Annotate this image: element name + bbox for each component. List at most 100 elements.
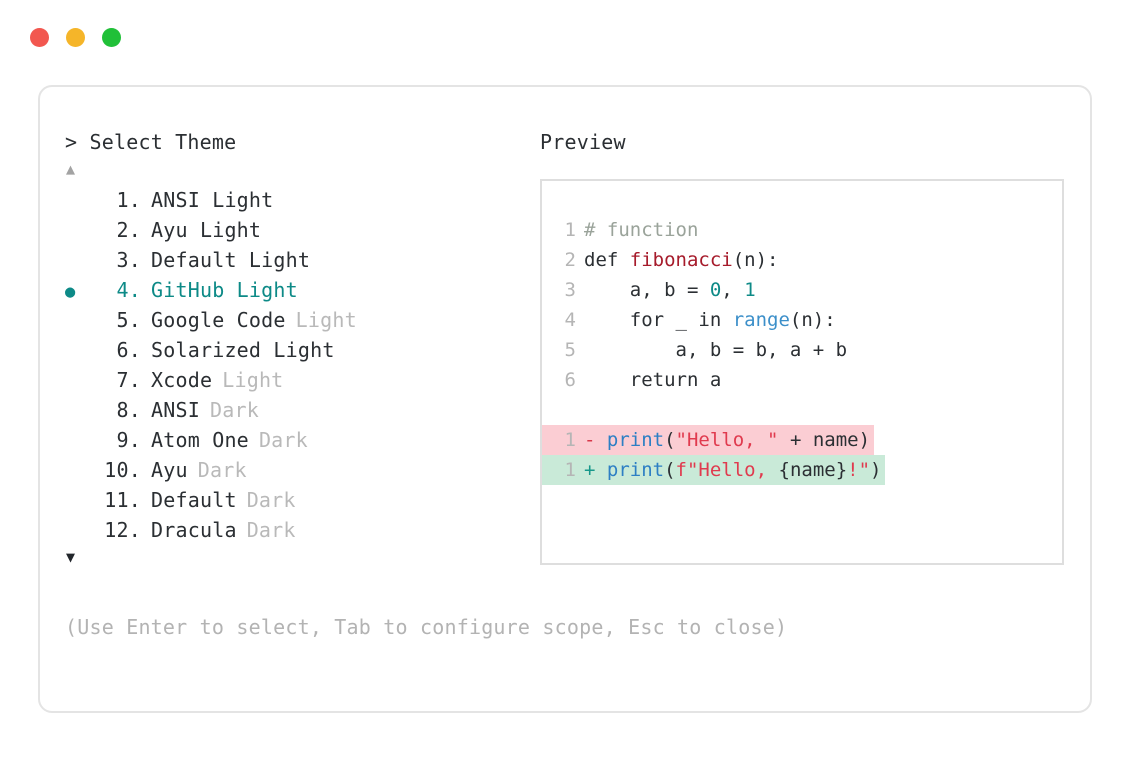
code-token: (n): bbox=[732, 249, 779, 271]
theme-item-label: Google Code bbox=[151, 308, 286, 332]
theme-item-index: 8. bbox=[116, 398, 141, 422]
theme-item-index: 3. bbox=[116, 248, 141, 272]
theme-item-index: 7. bbox=[116, 368, 141, 392]
code-token: print bbox=[606, 429, 665, 451]
code-blank-line bbox=[542, 395, 1062, 425]
theme-item-variant: Light bbox=[222, 368, 284, 392]
theme-list-item[interactable]: 1. ANSI Light bbox=[65, 185, 535, 215]
theme-item-index: 9. bbox=[116, 428, 141, 452]
code-token: return a bbox=[584, 369, 722, 391]
line-number: 1 bbox=[542, 455, 584, 485]
code-token: {name} bbox=[778, 459, 848, 481]
code-token: ) bbox=[870, 459, 882, 481]
theme-list-item[interactable]: 5. Google Code Light bbox=[65, 305, 535, 335]
line-number: 1 bbox=[564, 219, 576, 241]
code-line: 4 for _ in range(n): bbox=[542, 305, 1062, 335]
theme-list-item[interactable]: 12. Dracula Dark bbox=[65, 515, 535, 545]
code-token: for _ in bbox=[584, 309, 733, 331]
code-token: a, b = bbox=[584, 279, 710, 301]
theme-item-variant: Dark bbox=[246, 488, 296, 512]
code-token: ( bbox=[664, 429, 676, 451]
theme-item-variant: Dark bbox=[258, 428, 308, 452]
line-number: 3 bbox=[564, 279, 576, 301]
theme-picker-card: > Select Theme ▲ 1. ANSI Light 2. Ayu Light… bbox=[38, 85, 1092, 713]
line-number: 4 bbox=[564, 309, 576, 331]
theme-item-index: 12. bbox=[104, 518, 141, 542]
theme-list-item[interactable]: 3. Default Light bbox=[65, 245, 535, 275]
theme-item-label: Solarized Light bbox=[151, 338, 335, 362]
theme-item-variant: Dark bbox=[209, 398, 259, 422]
code-line: 6 return a bbox=[542, 365, 1062, 395]
theme-item-label: Xcode bbox=[151, 368, 213, 392]
line-number: 6 bbox=[564, 369, 576, 391]
diff-line-content: + print(f"Hello, {name}!") bbox=[584, 455, 886, 485]
diff-sign: - bbox=[584, 429, 607, 451]
code-token: , bbox=[721, 279, 745, 301]
theme-item-variant: Dark bbox=[197, 458, 247, 482]
theme-list-item[interactable]: 9. Atom One Dark bbox=[65, 425, 535, 455]
picker-prompt: > Select Theme bbox=[65, 127, 535, 157]
close-button[interactable] bbox=[30, 28, 49, 47]
theme-list-item[interactable]: 2. Ayu Light bbox=[65, 215, 535, 245]
code-token: fibonacci bbox=[629, 249, 733, 271]
code-token: range bbox=[732, 309, 790, 331]
minimize-button[interactable] bbox=[66, 28, 85, 47]
code-token: f"Hello, bbox=[675, 459, 779, 481]
code-line: 5 a, b = b, a + b bbox=[542, 335, 1062, 365]
theme-list-item[interactable]: 8. ANSI Dark bbox=[65, 395, 535, 425]
theme-item-label: Atom One bbox=[151, 428, 249, 452]
line-number: 1 bbox=[542, 425, 584, 455]
theme-item-variant: Dark bbox=[246, 518, 296, 542]
theme-item-label: Ayu Light bbox=[151, 218, 262, 242]
code-line: 1 # function bbox=[542, 215, 1062, 245]
diff-line-add: 1+ print(f"Hello, {name}!") bbox=[542, 455, 1062, 485]
theme-list: 1. ANSI Light 2. Ayu Light 3. Default Light ● 4… bbox=[65, 185, 535, 545]
scroll-down-icon[interactable]: ▼ bbox=[66, 548, 76, 566]
theme-item-label: Ayu bbox=[151, 458, 188, 482]
theme-item-index: 11. bbox=[104, 488, 141, 512]
code-token: !" bbox=[847, 459, 871, 481]
code-token: 0 bbox=[709, 279, 722, 301]
theme-list-item[interactable]: 11. Default Dark bbox=[65, 485, 535, 515]
code-token: a, b = b, a + b bbox=[584, 339, 848, 361]
diff-line-delete: 1- print("Hello, " + name) bbox=[542, 425, 1062, 455]
code-line-content: a, b = 0, 1 bbox=[584, 275, 756, 305]
code-line-content: return a bbox=[584, 365, 722, 395]
diff-sign: + bbox=[584, 459, 607, 481]
code-token: + name) bbox=[778, 429, 871, 451]
code-token: "Hello, " bbox=[675, 429, 779, 451]
code-token: def bbox=[584, 249, 630, 271]
theme-item-label: Dracula bbox=[151, 518, 237, 542]
theme-picker-pane: > Select Theme ▲ 1. ANSI Light 2. Ayu Light… bbox=[65, 127, 535, 569]
theme-list-item[interactable]: 6.Solarized Light bbox=[65, 335, 535, 365]
window-titlebar bbox=[30, 28, 121, 47]
theme-item-label: Default bbox=[151, 488, 237, 512]
maximize-button[interactable] bbox=[102, 28, 121, 47]
theme-item-index: 5. bbox=[116, 308, 141, 332]
theme-item-index: 10. bbox=[104, 458, 141, 482]
theme-item-index: 4. bbox=[116, 278, 141, 302]
selected-bullet-icon: ● bbox=[65, 282, 76, 302]
code-token: (n): bbox=[789, 309, 836, 331]
code-line-content: for _ in range(n): bbox=[584, 305, 836, 335]
code-token: 1 bbox=[744, 279, 756, 301]
theme-item-label: Default Light bbox=[151, 248, 311, 272]
theme-list-item[interactable]: ● 4. GitHub Light bbox=[65, 275, 535, 305]
theme-item-label: ANSI bbox=[151, 398, 200, 422]
preview-label: Preview bbox=[540, 130, 626, 154]
code-line-content: # function bbox=[584, 215, 698, 245]
theme-list-item[interactable]: 10. Ayu Dark bbox=[65, 455, 535, 485]
theme-item-index: 2. bbox=[116, 218, 141, 242]
theme-item-variant: Light bbox=[295, 308, 357, 332]
scroll-up-icon[interactable]: ▲ bbox=[66, 160, 76, 178]
code-token: # function bbox=[584, 219, 699, 241]
theme-item-label: GitHub Light bbox=[151, 278, 298, 302]
theme-item-label: ANSI Light bbox=[151, 188, 274, 212]
keyboard-hint: (Use Enter to select, Tab to configure s… bbox=[65, 615, 788, 639]
theme-item-index: 1. bbox=[116, 188, 141, 212]
theme-list-item[interactable]: 7. Xcode Light bbox=[65, 365, 535, 395]
